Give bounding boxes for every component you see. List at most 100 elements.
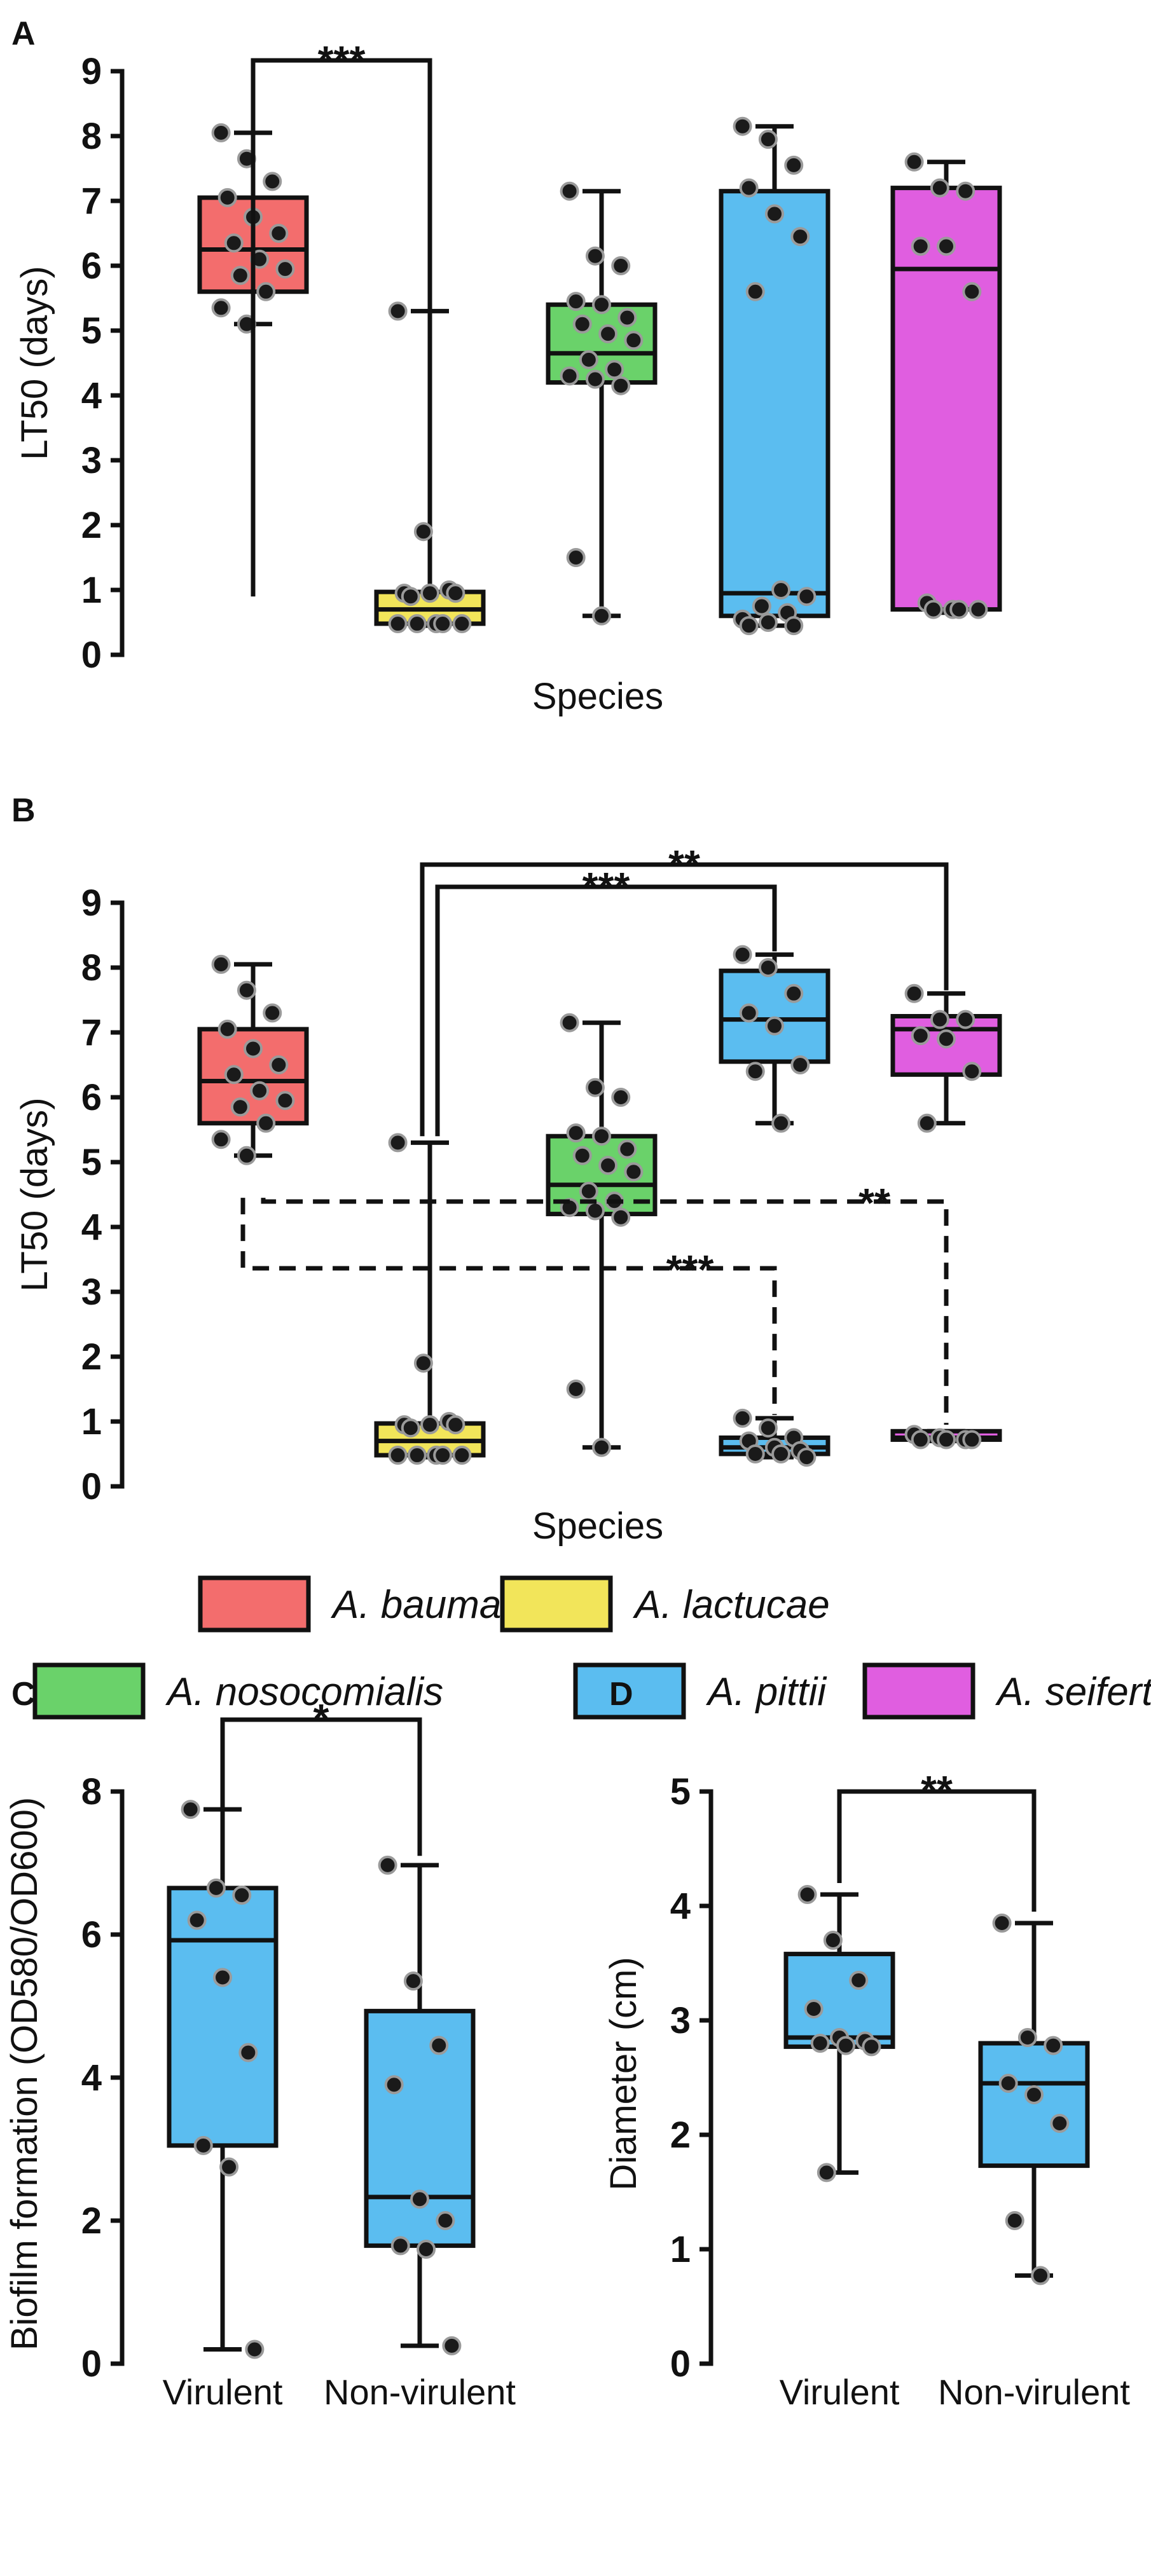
data-point <box>250 1081 270 1100</box>
significance-bracket: ** <box>837 1767 1037 1912</box>
data-point <box>560 366 579 386</box>
legend-swatch <box>32 1662 146 1720</box>
data-point <box>585 246 605 266</box>
data-point <box>410 2189 429 2209</box>
data-point <box>436 2211 455 2230</box>
box-non-virulent <box>364 1855 476 2355</box>
bracket-line <box>240 1198 777 1415</box>
data-point <box>275 1091 295 1111</box>
data-point <box>413 1353 433 1373</box>
iqr-box <box>719 968 831 1064</box>
data-point <box>237 1146 256 1165</box>
data-point <box>452 614 472 634</box>
data-point <box>579 350 598 369</box>
y-tick-label: 1 <box>670 2229 691 2270</box>
box-a-lactucae <box>374 301 486 634</box>
y-tick-label: 0 <box>670 2343 691 2385</box>
significance-bracket: * <box>220 1696 422 1874</box>
y-tick-label: 3 <box>670 2000 691 2041</box>
y-tick-label: 4 <box>81 375 102 416</box>
box-virulent <box>167 1800 279 2359</box>
bracket-line <box>837 1789 1037 1912</box>
significance-bracket: *** <box>240 1198 777 1415</box>
y-tick-label: 9 <box>81 51 102 92</box>
y-tick-label: 0 <box>81 1466 102 1507</box>
box-a-nosocomialis <box>546 181 658 626</box>
data-point <box>962 1062 982 1081</box>
x-category-label: Non-virulent <box>938 2372 1130 2412</box>
data-point <box>560 181 579 201</box>
data-point <box>269 224 289 243</box>
y-tick-label: 7 <box>81 181 102 222</box>
data-point <box>219 2157 239 2177</box>
data-point <box>739 616 759 636</box>
significance-label: ** <box>921 1767 953 1813</box>
box-a-seifertii <box>890 1425 1002 1449</box>
legend-label: A. nosocomialis <box>165 1670 443 1714</box>
data-point <box>745 282 765 301</box>
data-point <box>206 1878 226 1898</box>
data-point <box>230 1097 250 1117</box>
data-point <box>771 1113 791 1133</box>
data-point <box>585 1078 605 1097</box>
y-tick-label: 1 <box>81 570 102 611</box>
data-point <box>560 1013 579 1032</box>
y-tick-label: 8 <box>81 947 102 989</box>
data-point <box>784 983 804 1003</box>
significance-bracket: ** <box>420 842 949 1137</box>
data-point <box>1044 2036 1063 2055</box>
significance-label: * <box>314 1696 329 1741</box>
data-point <box>446 584 465 603</box>
data-point <box>433 614 453 634</box>
data-point <box>187 1910 207 1930</box>
y-tick-label: 4 <box>81 2057 102 2099</box>
legend-entry-a-pittii: A. pittii <box>573 1662 827 1720</box>
box-a-pittii <box>719 945 831 1133</box>
legend-swatch <box>500 1575 613 1633</box>
legend-label: A. pittii <box>705 1670 827 1714</box>
data-point <box>585 369 605 389</box>
iqr-box <box>978 2041 1090 2168</box>
legend-entry-a-nosocomialis: A. nosocomialis <box>32 1662 443 1720</box>
data-point <box>739 178 759 198</box>
data-point <box>956 1010 975 1029</box>
data-point <box>388 614 408 634</box>
legend-swatch <box>862 1662 975 1720</box>
data-point <box>263 172 282 191</box>
data-point <box>817 2163 836 2182</box>
data-point <box>211 123 231 142</box>
data-point <box>904 983 924 1003</box>
data-point <box>403 1971 423 1991</box>
data-point <box>572 1146 592 1165</box>
significance-label: ** <box>858 1180 890 1226</box>
significance-label: ** <box>668 842 700 887</box>
data-point <box>429 2036 449 2055</box>
data-point <box>745 1062 765 1081</box>
significance-label: *** <box>318 38 366 83</box>
y-tick-label: 9 <box>81 882 102 924</box>
legend-swatch <box>198 1575 311 1633</box>
data-point <box>605 360 624 380</box>
data-point <box>624 331 644 350</box>
data-point <box>592 606 611 626</box>
y-tick-label: 3 <box>81 1271 102 1313</box>
panel-letter-c: C <box>11 1676 36 1713</box>
data-point <box>592 295 611 315</box>
data-point <box>1031 2266 1051 2285</box>
data-point <box>968 599 988 619</box>
data-point <box>592 1437 611 1457</box>
data-point <box>566 548 586 567</box>
data-point <box>790 227 810 247</box>
y-tick-label: 3 <box>81 440 102 481</box>
box-a-seifertii <box>890 983 1002 1133</box>
data-point <box>733 1408 752 1428</box>
significance-label: *** <box>582 864 630 910</box>
data-point <box>745 1444 765 1463</box>
data-point <box>442 2336 462 2355</box>
data-point <box>930 178 949 198</box>
y-axis-title: Biofilm formation (OD580/OD600) <box>4 1797 45 2350</box>
